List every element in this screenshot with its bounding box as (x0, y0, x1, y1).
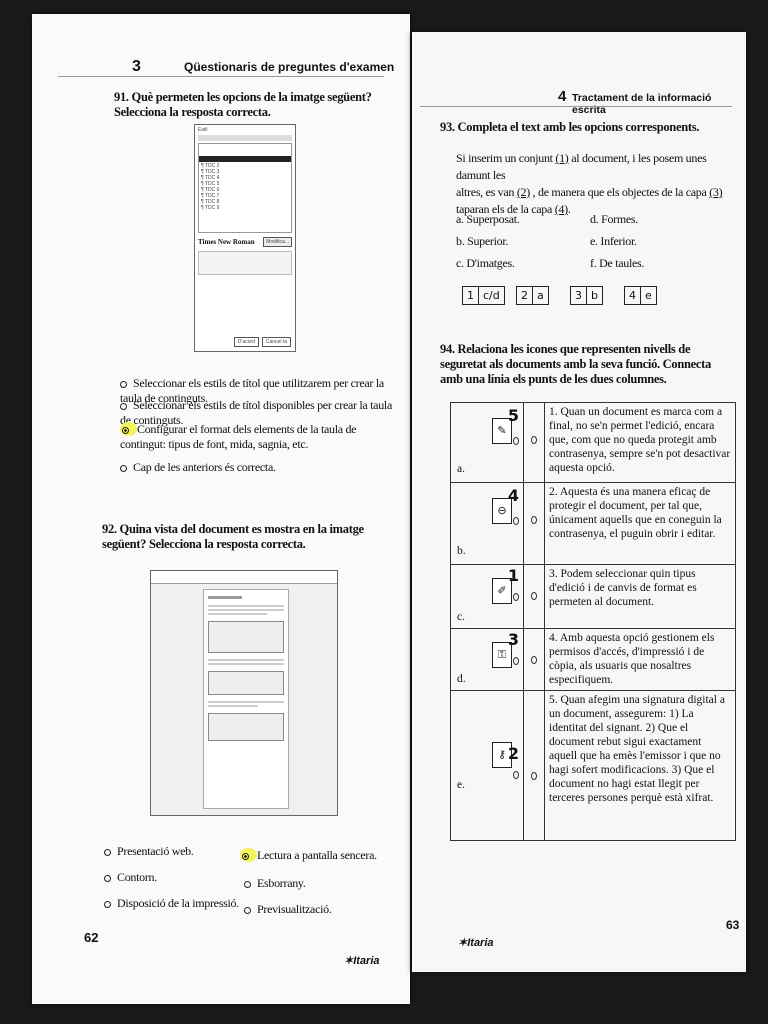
question-94-title: 94. Relaciona les icones que representen… (440, 342, 711, 386)
modify-button[interactable]: Modifica... (263, 237, 292, 247)
radio-icon[interactable] (120, 464, 127, 472)
document-permissions-icon: ⚿ (492, 642, 512, 668)
cancel-button[interactable]: Cancel·la (261, 337, 291, 347)
connect-dot[interactable] (531, 436, 537, 444)
toc-dialog-screenshot: Estil ¶ TDC 2¶ TDC 3¶ TDC 4¶ TDC 5¶ TDC … (194, 124, 296, 352)
blank-1: (1) (555, 151, 569, 165)
radio-icon[interactable] (120, 402, 127, 410)
q92-option-print[interactable]: Disposició de la impressió. (104, 896, 239, 911)
blank-3: (3) (709, 185, 723, 199)
q92-option-web[interactable]: Presentació web. (104, 844, 194, 859)
q92-option-draft[interactable]: Esborrany. (244, 876, 306, 891)
question-91-title: 91. Què permeten les opcions de la imatg… (114, 90, 372, 119)
q91-option-3-selected[interactable]: Configurar el format dels elements de la… (120, 422, 357, 451)
connect-dot[interactable] (513, 437, 519, 445)
question-93-title: 93. Completa el text amb les opcions cor… (440, 120, 700, 134)
radio-icon[interactable] (104, 848, 111, 856)
left-page: 3 Qüestionaris de preguntes d'examen 91.… (32, 14, 410, 1004)
reading-toolbar (151, 571, 337, 584)
table-row: ⚷ e. 2 5. Quan afegim una signatura digi… (450, 690, 736, 841)
radio-icon[interactable] (244, 906, 251, 914)
connect-dot[interactable] (531, 592, 537, 600)
connect-dot[interactable] (531, 516, 537, 524)
question-92-title: 92. Quina vista del document es mostra e… (102, 522, 364, 551)
table-row: ✎ a. 5 1. Quan un document es marca com … (450, 402, 736, 483)
connect-dot[interactable] (513, 517, 519, 525)
table-row: ⊖ b. 4 2. Aquesta és una manera eficaç d… (450, 482, 736, 565)
style-list: ¶ TDC 2¶ TDC 3¶ TDC 4¶ TDC 5¶ TDC 6¶ TDC… (198, 143, 292, 233)
q91-option-4[interactable]: Cap de les anteriors és correcta. (120, 460, 402, 475)
digital-signature-icon: ⚷ (492, 742, 512, 768)
q92-option-preview[interactable]: Previsualització. (244, 902, 332, 917)
connect-dot[interactable] (513, 771, 519, 779)
brand-logo: ✶Itaria (458, 937, 494, 949)
font-label: Times New Roman (198, 238, 255, 246)
blank-4: (4) (554, 202, 568, 216)
matching-table: ✎ a. 5 1. Quan un document es marca com … (450, 402, 736, 841)
radio-selected-icon[interactable] (242, 852, 249, 860)
q93-options-left: a. Superposat. b. Superior. c. D'imatges… (456, 212, 520, 270)
q92-option-outline[interactable]: Contorn. (104, 870, 157, 885)
connect-dot[interactable] (513, 593, 519, 601)
q91-option-2[interactable]: Seleccionar els estils de títol disponib… (120, 398, 392, 427)
table-row: ⚿ d. 3 4. Amb aquesta opció gestionem el… (450, 628, 736, 691)
table-row: ✐ c. 1 3. Podem seleccionar quin tipus d… (450, 564, 736, 629)
page-number: 62 (84, 930, 99, 945)
q93-options-right: d. Formes. e. Inferior. f. De taules. (590, 212, 645, 270)
q91-option-1[interactable]: Seleccionar els estils de títol que util… (120, 376, 384, 405)
radio-selected-icon[interactable] (122, 426, 129, 434)
connect-dot[interactable] (531, 656, 537, 664)
header-rule (58, 76, 384, 77)
reading-view-screenshot (150, 570, 338, 816)
brand-logo: ✶Itaria (344, 955, 380, 967)
document-password-icon: ⊖ (492, 498, 512, 524)
page-number: 63 (726, 918, 740, 932)
connect-dot[interactable] (531, 772, 537, 780)
document-page (203, 589, 289, 809)
right-page: 4 Tractament de la informació escrita 93… (412, 32, 746, 972)
document-final-icon: ✎ (492, 418, 512, 444)
accept-button[interactable]: D'acord (233, 337, 259, 347)
radio-icon[interactable] (104, 900, 111, 908)
connect-dot[interactable] (513, 657, 519, 665)
chapter-number: 3 (132, 58, 141, 75)
q92-option-fullscreen-selected[interactable]: Lectura a pantalla sencera. (240, 848, 377, 863)
document-restrict-editing-icon: ✐ (492, 578, 512, 604)
q93-text: Si inserim un conjunt (1) al document, i… (456, 151, 723, 216)
brand-star-icon: ✶ (458, 937, 468, 949)
radio-icon[interactable] (120, 380, 127, 388)
header-rule (420, 106, 732, 107)
radio-icon[interactable] (104, 874, 111, 882)
brand-star-icon: ✶ (344, 955, 354, 967)
chapter-title: Qüestionaris de preguntes d'examen (184, 60, 395, 74)
chapter-title: Tractament de la informació escrita (572, 92, 712, 116)
chapter-number: 4 (558, 88, 567, 105)
radio-icon[interactable] (244, 880, 251, 888)
blank-2: (2) (516, 185, 530, 199)
